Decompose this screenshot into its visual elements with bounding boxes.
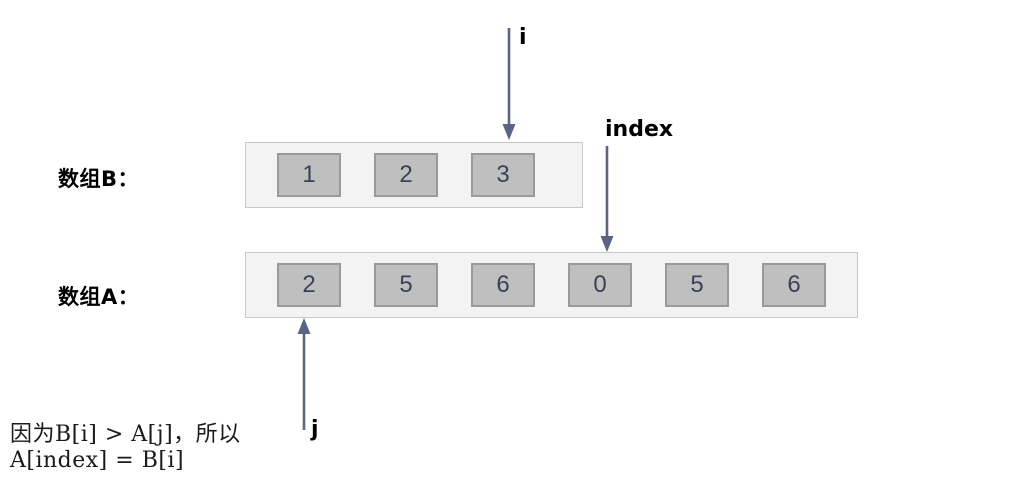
array-b-label: 数组B： xyxy=(58,167,140,191)
array-a-cell: 6 xyxy=(471,263,535,307)
array-b-container: 1 2 3 xyxy=(245,142,583,208)
pointer-label-index: index xyxy=(605,117,674,142)
array-a-cell: 5 xyxy=(374,263,438,307)
array-b-cell: 1 xyxy=(277,153,341,197)
pointer-arrow-j xyxy=(294,316,314,430)
note-line-2: A[index] = B[i] xyxy=(10,448,185,473)
pointer-arrow-i xyxy=(499,28,519,142)
array-b-cell: 3 xyxy=(471,153,535,197)
array-a-cell: 6 xyxy=(762,263,826,307)
array-a-label: 数组A： xyxy=(58,285,140,309)
array-a-cell: 2 xyxy=(277,263,341,307)
note-line-1: 因为B[i] > A[j]，所以 xyxy=(10,422,241,447)
array-a-container: 2 5 6 0 5 6 xyxy=(245,252,858,318)
pointer-arrow-index xyxy=(597,146,617,254)
pointer-label-i: i xyxy=(519,25,527,50)
array-a-cell: 0 xyxy=(568,263,632,307)
pointer-label-j: j xyxy=(311,417,319,442)
array-a-cell: 5 xyxy=(665,263,729,307)
array-b-cell: 2 xyxy=(374,153,438,197)
